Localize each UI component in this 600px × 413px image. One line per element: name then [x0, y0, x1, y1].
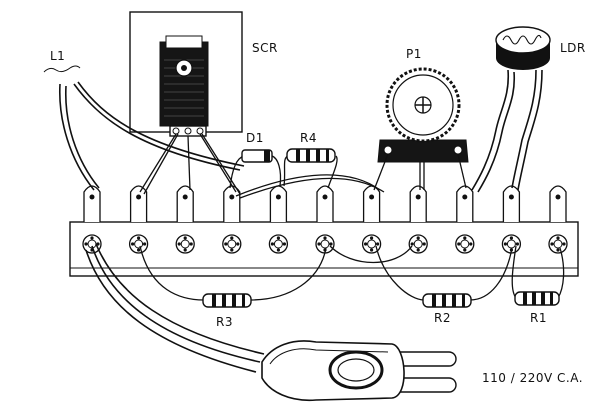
terminal-lug-hole — [369, 194, 375, 200]
terminal-screw — [268, 234, 289, 254]
terminal-lug — [223, 185, 241, 222]
top-wiring — [59, 69, 543, 199]
terminal-lug — [316, 185, 334, 222]
terminal-lug-hole — [415, 194, 421, 200]
terminal-lug-hole — [229, 194, 235, 200]
terminal-lug-hole — [136, 194, 142, 200]
p1-label: P1 — [406, 47, 422, 61]
terminal-lug — [549, 185, 567, 222]
r1-label: R1 — [530, 311, 547, 325]
terminal-lug — [176, 185, 194, 222]
terminal-screw — [175, 234, 195, 254]
r2-label: R2 — [434, 311, 451, 325]
l1-label: L1 — [50, 49, 65, 63]
terminal-lug-hole — [182, 194, 188, 200]
terminal-lug — [502, 185, 521, 222]
terminal-lug — [129, 185, 148, 222]
ldr-component — [495, 26, 551, 70]
terminal-strip — [69, 185, 579, 277]
scr-heatsink — [129, 11, 243, 137]
terminal-lug-hole — [462, 194, 468, 200]
supply-voltage-label: 110 / 220V C.A. — [482, 371, 583, 385]
resistor-r2 — [422, 293, 472, 308]
diode-d1 — [241, 149, 273, 163]
terminal-screw — [548, 234, 568, 254]
terminal-screw — [128, 234, 149, 254]
terminal-lug — [409, 185, 427, 222]
resistor-r4 — [286, 148, 336, 163]
terminal-lug — [83, 185, 101, 222]
r3-label: R3 — [216, 315, 233, 329]
terminal-lug-hole — [508, 194, 514, 200]
terminal-lug — [269, 185, 288, 222]
scr-label: SCR — [252, 41, 278, 55]
terminal-screw — [361, 234, 382, 254]
terminal-lug — [456, 185, 474, 222]
terminal-screw — [82, 234, 102, 254]
terminal-lug — [362, 185, 381, 222]
resistor-r1 — [514, 291, 560, 306]
terminal-lug-hole — [322, 194, 328, 200]
ldr-label: LDR — [560, 41, 586, 55]
r4-label: R4 — [300, 131, 317, 145]
potentiometer-p1 — [377, 67, 469, 163]
terminal-screw — [222, 234, 242, 254]
terminal-screw — [455, 234, 475, 254]
terminal-screw — [408, 234, 428, 254]
mains-plug — [261, 340, 457, 402]
terminal-lug-hole — [555, 194, 561, 200]
terminal-lug-hole — [89, 194, 95, 200]
d1-label: D1 — [246, 131, 264, 145]
terminal-lug-hole — [275, 194, 281, 200]
resistor-r3 — [202, 293, 252, 308]
